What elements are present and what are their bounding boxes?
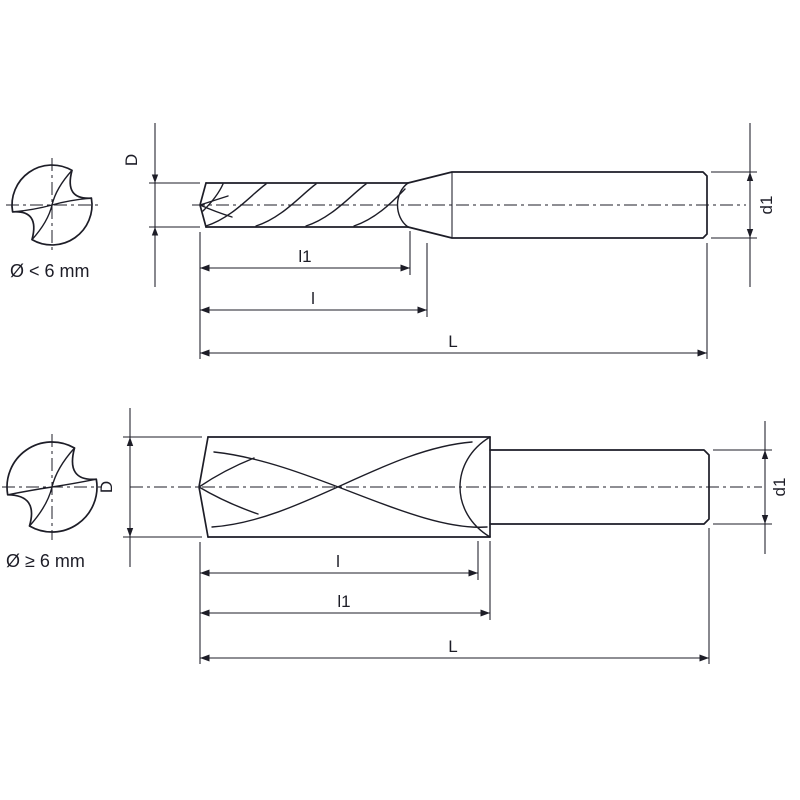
dim-label-d1: d1 <box>757 196 776 215</box>
large-endmill-end-view-icon <box>2 434 102 540</box>
dim-flute-length-small: l1 <box>199 231 411 359</box>
small-endmill-side-view <box>192 171 746 239</box>
small-diameter-drawing: Ø < 6 mm D <box>6 123 776 359</box>
dim-cutting-diameter-small: D <box>122 123 200 287</box>
dim-label-l1: l1 <box>337 592 350 611</box>
dim-shank-diameter-large: d1 <box>713 421 789 554</box>
dim-cutting-diameter-large: D <box>97 408 202 567</box>
dim-label-d1: d1 <box>770 478 789 497</box>
dim-label-l1: l1 <box>298 247 311 266</box>
large-diameter-drawing: Ø ≥ 6 mm D <box>2 408 789 664</box>
small-diameter-caption: Ø < 6 mm <box>10 261 90 281</box>
large-diameter-caption: Ø ≥ 6 mm <box>6 551 85 571</box>
dim-overall-length-large: L <box>200 528 710 664</box>
flute-runout-curve <box>396 182 409 228</box>
dim-label-l: l <box>311 289 315 308</box>
dim-label-l: l <box>336 552 340 571</box>
dim-flute-length-large: l1 <box>200 541 491 620</box>
large-endmill-side-view <box>130 436 762 538</box>
dim-overall-length-small: L <box>200 243 708 359</box>
dim-usable-length-small: l <box>200 243 428 317</box>
dim-label-D: D <box>97 481 116 493</box>
dim-label-D: D <box>122 154 141 166</box>
dim-label-L: L <box>448 637 457 656</box>
dim-shank-diameter-small: d1 <box>711 123 776 287</box>
dim-usable-length-large: l <box>199 541 479 664</box>
dim-label-L: L <box>448 332 457 351</box>
small-endmill-end-view-icon <box>6 158 100 252</box>
